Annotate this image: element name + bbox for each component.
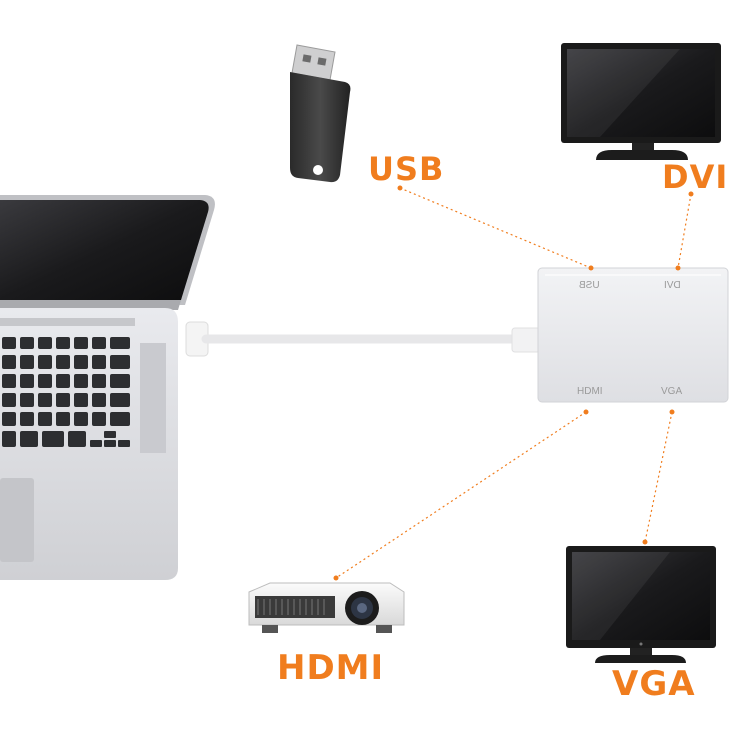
adapter-port-vga: VGA <box>661 386 683 397</box>
monitor-icon <box>566 546 716 663</box>
hdmi-label: HDMI <box>277 648 385 688</box>
usb-drive-icon <box>290 44 351 183</box>
vga-label: VGA <box>612 664 696 704</box>
adapter-port-hdmi: HDMI <box>577 386 603 397</box>
callout-lines <box>335 187 692 579</box>
adapter-port-dvi: DVI <box>664 280 681 291</box>
dvi-label: DVI <box>662 158 729 196</box>
usb-callout-line <box>399 187 592 269</box>
monitor-icon <box>561 43 721 160</box>
hdmi-callout-line <box>335 411 587 579</box>
adapter-port-usb: USB <box>579 280 600 291</box>
laptop-icon <box>0 195 215 580</box>
projector-icon <box>248 582 405 633</box>
adapter-hub-icon <box>537 267 729 403</box>
vga-callout-line <box>644 411 673 543</box>
callout-dots <box>333 185 694 581</box>
dvi-callout-line <box>677 193 692 269</box>
usb-label: USB <box>368 150 445 188</box>
